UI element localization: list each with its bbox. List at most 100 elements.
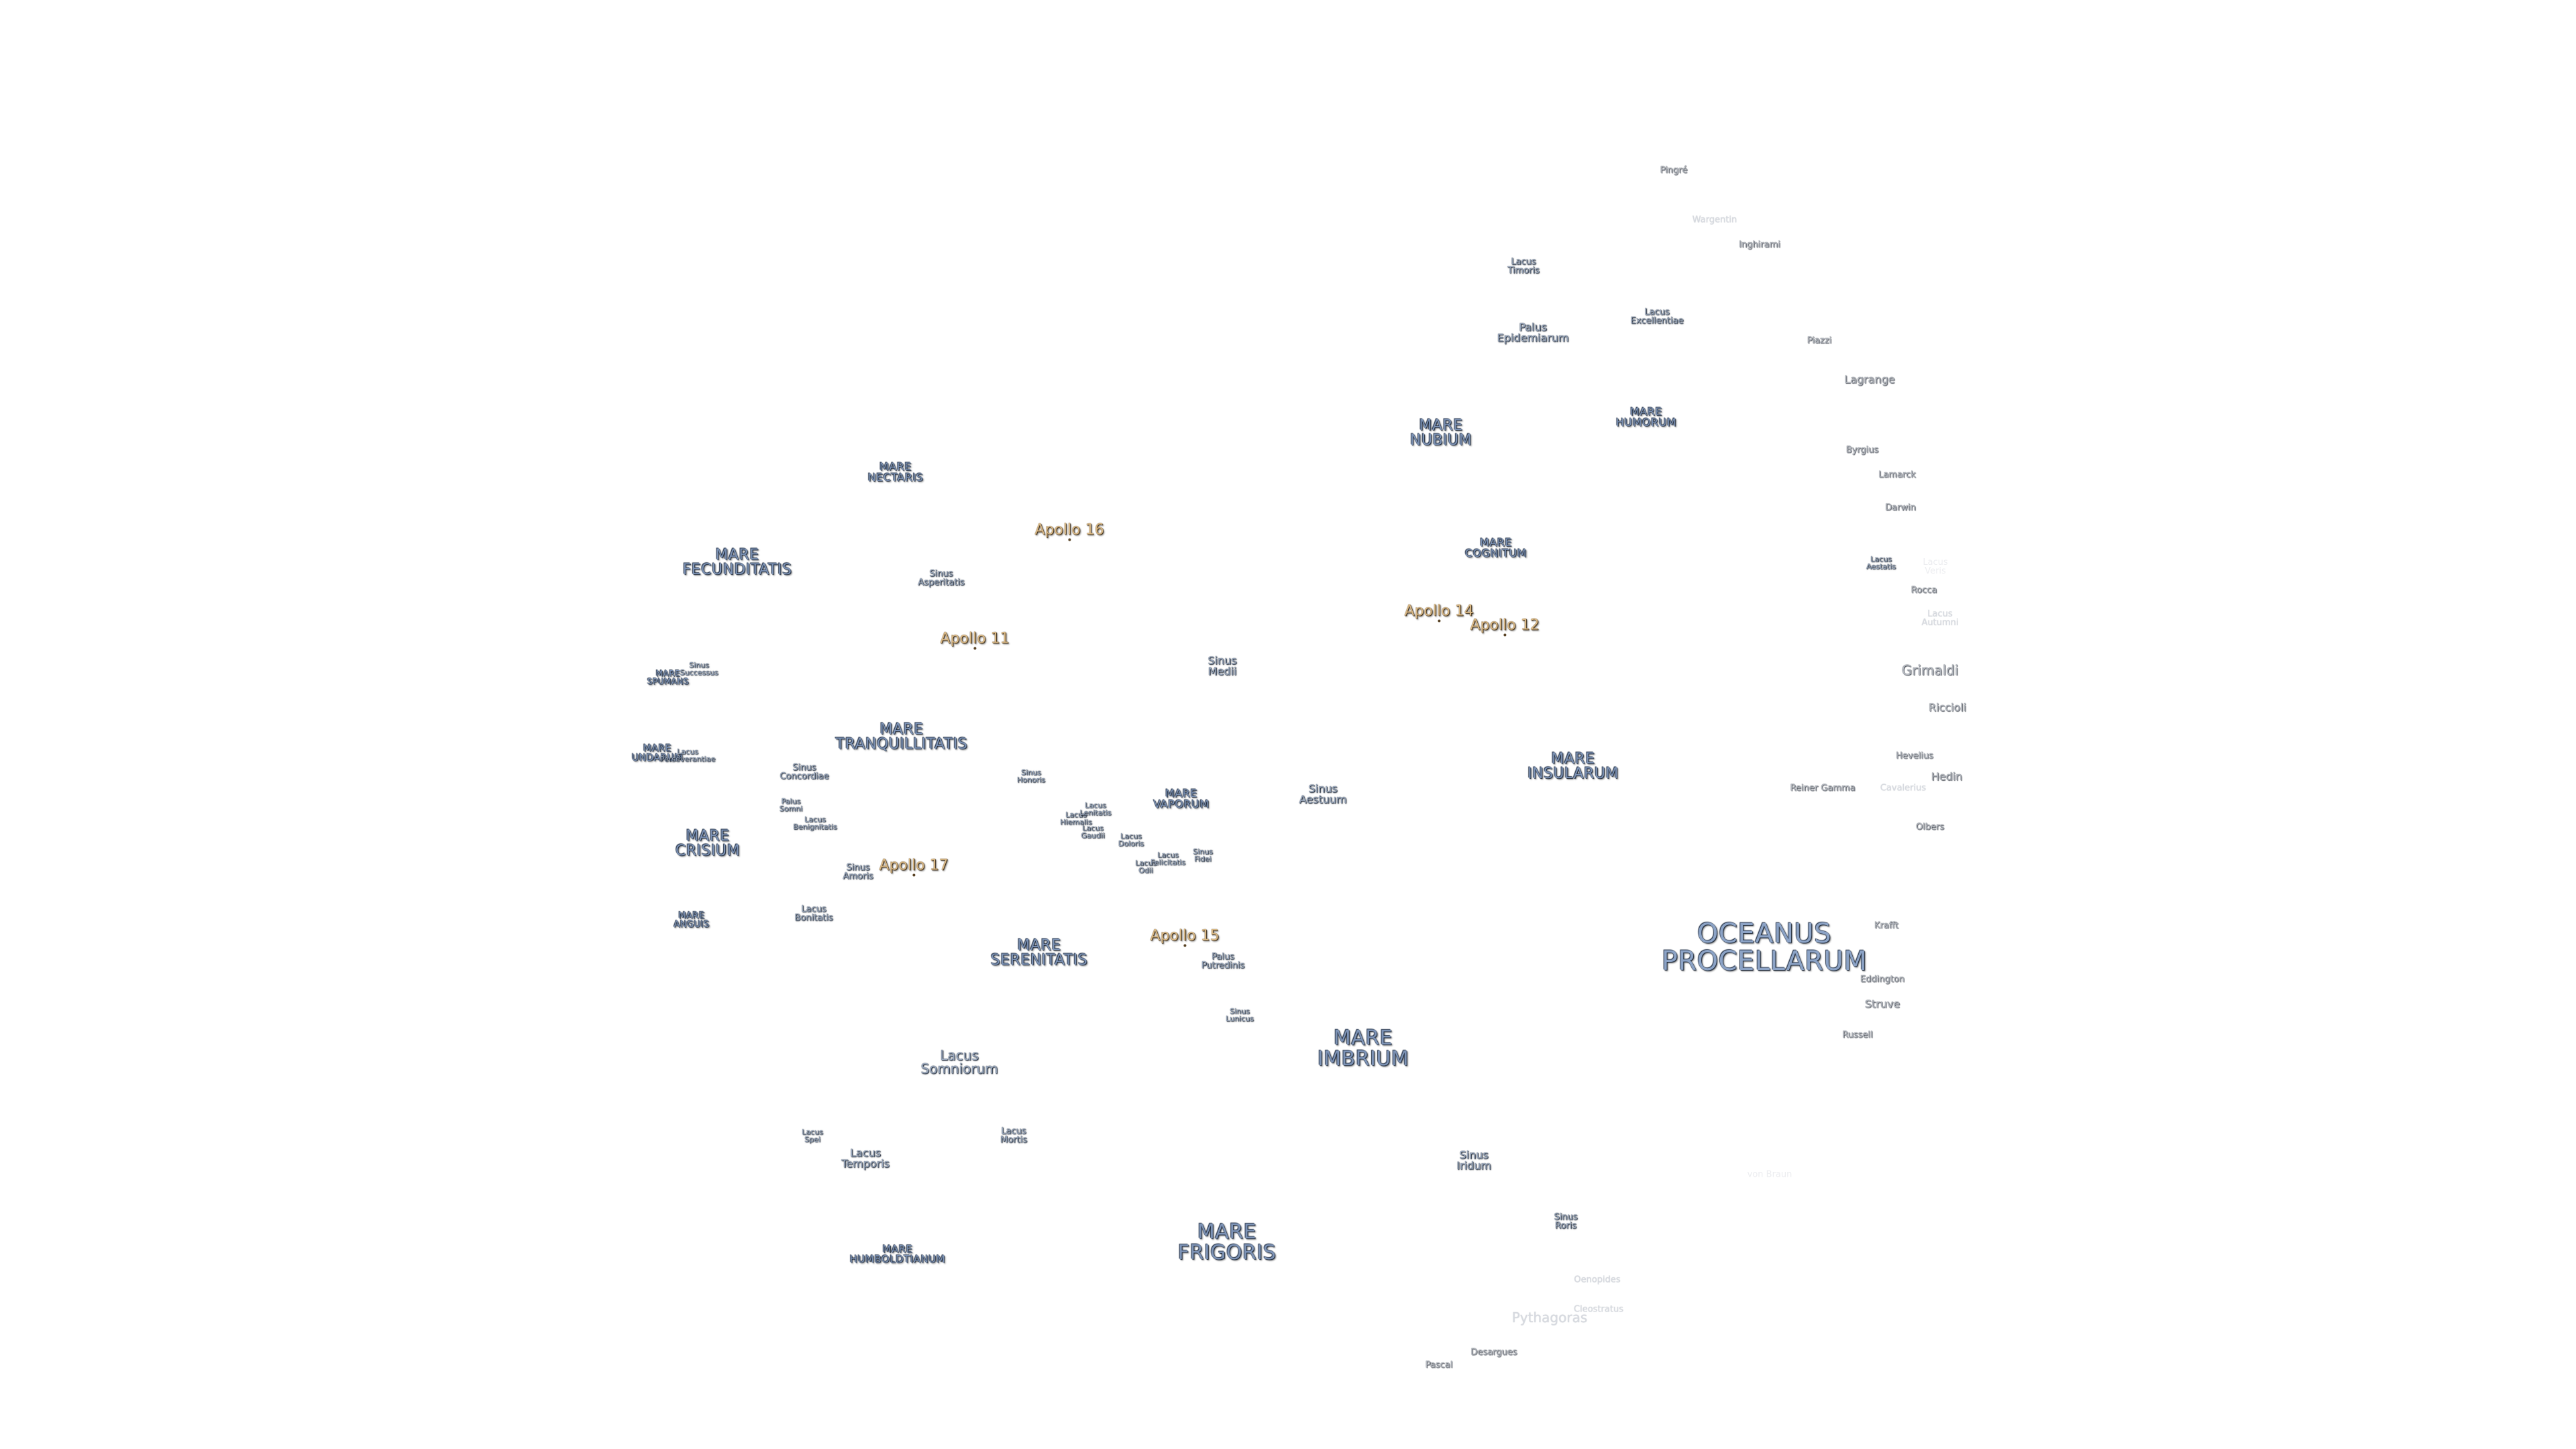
crater-pascal[interactable]: Pascal — [1425, 1360, 1453, 1371]
crater-inghirami[interactable]: Inghirami — [1739, 239, 1780, 250]
feature-mare-tranquillitatis[interactable]: MARE TRANQUILLITATIS — [836, 722, 968, 752]
apollo-12-marker[interactable]: Apollo 12 — [1470, 618, 1540, 637]
feature-sinus-successus[interactable]: Sinus Successus — [680, 661, 718, 676]
apollo-label: Apollo 14 — [1404, 602, 1474, 620]
feature-mare-cognitum[interactable]: MARE COGNITUM — [1465, 537, 1527, 559]
crater-hedin[interactable]: Hedin — [1931, 770, 1963, 783]
feature-mare-spumans[interactable]: MARE SPUMANS — [647, 669, 689, 686]
crater-cleostratus[interactable]: Cleostratus — [1574, 1304, 1623, 1315]
feature-label-line: Lacus — [802, 1128, 823, 1136]
feature-sinus-amoris[interactable]: Sinus Amoris — [843, 863, 873, 881]
feature-label-line: VAPORUM — [1153, 798, 1210, 810]
feature-label-line: Lacus — [1511, 257, 1536, 267]
feature-sinus-fidei[interactable]: Sinus Fidei — [1193, 848, 1213, 863]
feature-label-line: NUBIUM — [1409, 432, 1472, 449]
feature-label-line: INSULARUM — [1527, 765, 1619, 782]
feature-lacus-autumni[interactable]: Lacus Autumni — [1922, 610, 1959, 627]
apollo-11-marker[interactable]: Apollo 11 — [940, 631, 1010, 650]
feature-mare-undarum[interactable]: MARE UNDARUM — [632, 744, 683, 763]
crater-grimaldi[interactable]: Grimaldi — [1901, 662, 1959, 678]
crater-riccioli[interactable]: Riccioli — [1928, 701, 1967, 714]
crater-pythagoras[interactable]: Pythagoras — [1511, 1309, 1588, 1326]
apollo-16-marker[interactable]: Apollo 16 — [1034, 523, 1104, 541]
feature-lacus-hiemalis[interactable]: Lacus Hiemalis — [1060, 811, 1091, 826]
feature-label-line: MARE — [1630, 405, 1662, 418]
crater-russell[interactable]: Russell — [1842, 1030, 1873, 1040]
apollo-14-marker[interactable]: Apollo 14 — [1404, 602, 1474, 623]
feature-mare-nubium[interactable]: MARE NUBIUM — [1410, 419, 1472, 448]
feature-label-line: Lacus — [1870, 555, 1892, 564]
feature-lacus-timoris[interactable]: Lacus Timoris — [1507, 258, 1540, 275]
crater-eddington[interactable]: Eddington — [1860, 974, 1905, 985]
feature-palus-epidemiarum[interactable]: Palus Epidemiarum — [1497, 322, 1569, 343]
feature-mare-vaporum[interactable]: MARE VAPORUM — [1153, 788, 1209, 810]
crater-cavalerius[interactable]: Cavalerius — [1880, 783, 1927, 794]
landing-site-pin-icon — [1068, 538, 1071, 541]
apollo-label: Apollo 17 — [879, 857, 949, 874]
feature-label-line: Sinus — [1308, 782, 1338, 795]
crater-von-braun[interactable]: von Braun — [1747, 1169, 1792, 1180]
feature-sinus-honoris[interactable]: Sinus Honoris — [1017, 769, 1045, 784]
feature-mare-anguis[interactable]: MARE ANGUIS — [674, 912, 709, 929]
feature-mare-humorum[interactable]: MARE HUMORUM — [1616, 407, 1676, 428]
feature-sinus-asperitatis[interactable]: Sinus Asperitatis — [918, 570, 964, 587]
crater-wargentin[interactable]: Wargentin — [1692, 215, 1737, 225]
feature-lacus-felicitatis[interactable]: Lacus Felicitatis — [1150, 851, 1185, 866]
feature-mare-frigoris[interactable]: MARE FRIGORIS — [1178, 1222, 1277, 1263]
feature-label-line: Lacus — [940, 1047, 979, 1063]
crater-byrgius[interactable]: Byrgius — [1845, 445, 1879, 455]
apollo-15-marker[interactable]: Apollo 15 — [1150, 927, 1220, 947]
feature-sinus-iridum[interactable]: Sinus Iridum — [1456, 1150, 1491, 1171]
feature-label-line: Fidei — [1194, 855, 1212, 863]
feature-mare-humboldtianum[interactable]: MARE HUMBOLDTIANUM — [850, 1244, 945, 1265]
feature-lacus-doloris[interactable]: Lacus Doloris — [1118, 833, 1144, 847]
feature-mare-nectaris[interactable]: MARE NECTARIS — [868, 462, 924, 483]
feature-lacus-excellentiae[interactable]: Lacus Excellentiae — [1631, 308, 1684, 325]
feature-sinus-aestuum[interactable]: Sinus Aestuum — [1299, 784, 1347, 805]
crater-piazzi[interactable]: Piazzi — [1807, 335, 1832, 346]
feature-mare-insularum[interactable]: MARE INSULARUM — [1527, 752, 1619, 782]
feature-lacus-spei[interactable]: Lacus Spei — [802, 1128, 823, 1143]
feature-lacus-temporis[interactable]: Lacus Temporis — [841, 1148, 890, 1169]
feature-sinus-medii[interactable]: Sinus Medii — [1208, 655, 1236, 677]
apollo-17-marker[interactable]: Apollo 17 — [879, 857, 949, 877]
feature-oceanus-procellarum[interactable]: OCEANUS PROCELLARUM — [1662, 920, 1868, 975]
crater-lagrange[interactable]: Lagrange — [1844, 373, 1895, 386]
feature-sinus-roris[interactable]: Sinus Roris — [1554, 1213, 1577, 1230]
feature-label-line: Epidemiarum — [1497, 331, 1569, 344]
crater-struve[interactable]: Struve — [1864, 998, 1900, 1010]
feature-lacus-mortis[interactable]: Lacus Mortis — [1000, 1127, 1027, 1144]
feature-lacus-aestatis[interactable]: Lacus Aestatis — [1866, 555, 1896, 570]
crater-rocca[interactable]: Rocca — [1911, 585, 1937, 596]
feature-lacus-gaudii[interactable]: Lacus Gaudii — [1081, 824, 1104, 839]
crater-desargues[interactable]: Desargues — [1470, 1347, 1517, 1358]
feature-mare-imbrium[interactable]: MARE IMBRIUM — [1318, 1028, 1409, 1069]
feature-label-line: Felicitatis — [1150, 858, 1185, 867]
feature-lacus-odii[interactable]: Lacus Odii — [1135, 859, 1157, 874]
crater-krafft[interactable]: Krafft — [1874, 920, 1898, 931]
feature-mare-fecunditatis[interactable]: MARE FECUNDITATIS — [683, 548, 792, 578]
feature-lacus-somniorum[interactable]: Lacus Somniorum — [920, 1049, 998, 1075]
feature-mare-crisium[interactable]: MARE CRISIUM — [676, 829, 740, 859]
feature-label-line: Spei — [804, 1135, 820, 1144]
crater-pingre[interactable]: Pingré — [1660, 165, 1688, 176]
feature-sinus-lunicus[interactable]: Sinus Lunicus — [1226, 1008, 1254, 1022]
crater-hevelius[interactable]: Hevelius — [1896, 751, 1933, 761]
crater-lamarck[interactable]: Lamarck — [1878, 470, 1916, 480]
feature-mare-serenitatis[interactable]: MARE SERENITATIS — [991, 938, 1087, 968]
crater-olbers[interactable]: Olbers — [1915, 822, 1945, 833]
feature-lacus-lenitatis[interactable]: Lacus Lenitatis — [1080, 802, 1112, 816]
crater-oenopides[interactable]: Oenopides — [1574, 1275, 1621, 1285]
feature-sinus-concordiae[interactable]: Sinus Concordiae — [780, 763, 828, 781]
crater-reiner-gamma[interactable]: Reiner Gamma — [1790, 783, 1856, 794]
feature-lacus-benignitatis[interactable]: Lacus Benignitatis — [793, 816, 837, 830]
feature-lacus-perseverantiae[interactable]: Lacus Perseverantiae — [660, 748, 715, 763]
feature-label-line: Palus — [781, 797, 801, 806]
feature-lacus-veris[interactable]: Lacus Veris — [1923, 558, 1947, 576]
apollo-label: Apollo 15 — [1150, 927, 1220, 945]
feature-palus-somni[interactable]: Palus Somni — [780, 798, 802, 812]
feature-lacus-bonitatis[interactable]: Lacus Bonitatis — [794, 905, 833, 922]
feature-palus-putredinis[interactable]: Palus Putredinis — [1201, 953, 1245, 970]
crater-darwin[interactable]: Darwin — [1885, 502, 1916, 513]
